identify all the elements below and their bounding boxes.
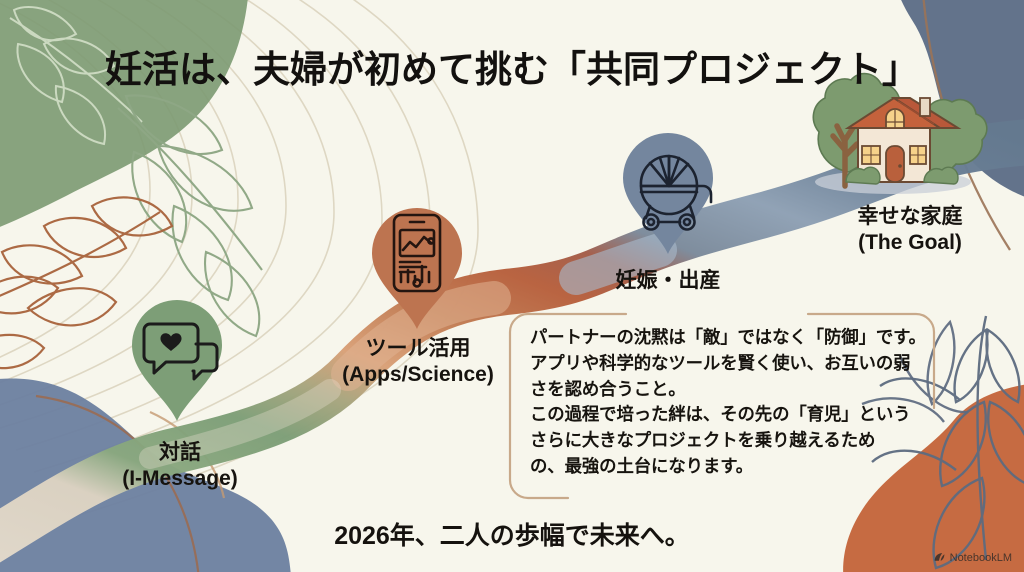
milestone-label-goal: 幸せな家庭 (The Goal) (800, 204, 1020, 255)
callout-border (508, 312, 936, 500)
milestone-label-jp: 妊娠・出産 (615, 269, 721, 292)
notebooklm-watermark: NotebookLM (933, 551, 1012, 564)
pin-pregnancy (623, 133, 713, 254)
milestone-label-en: (The Goal) (858, 230, 962, 254)
milestone-label-jp: 対話 (159, 441, 201, 464)
footer-text: 2026年、二人の歩幅で未来へ。 (334, 522, 690, 550)
goal-house-illustration (812, 72, 988, 194)
milestone-label-jp: ツール活用 (365, 337, 471, 360)
milestone-label-pregnancy: 妊娠・出産 (548, 268, 788, 294)
pin-tools (372, 208, 462, 329)
milestone-label-en: (Apps/Science) (342, 362, 494, 386)
milestone-label-jp: 幸せな家庭 (857, 205, 963, 228)
callout-box: パートナーの沈黙は「敵」ではなく「防御」です。 アプリや科学的なツールを賢く使い… (508, 312, 936, 500)
page-title: 妊活は、夫婦が初めて挑む「共同プロジェクト」 (105, 49, 919, 90)
callout-text: パートナーの沈黙は「敵」ではなく「防御」です。 アプリや科学的なツールを賢く使い… (530, 327, 926, 476)
pin-dialogue (132, 300, 222, 421)
milestone-label-tools: ツール活用 (Apps/Science) (278, 336, 558, 387)
milestone-label-en: (I-Message) (122, 466, 238, 490)
milestone-label-dialogue: 対話 (I-Message) (60, 440, 300, 491)
notebooklm-label: NotebookLM (949, 551, 1012, 564)
notebooklm-icon (933, 551, 946, 564)
